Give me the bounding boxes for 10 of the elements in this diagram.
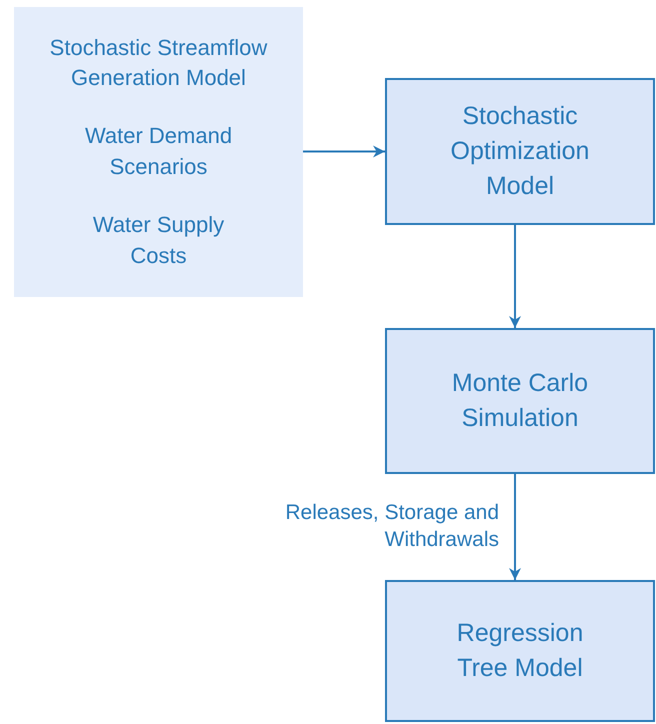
arrow	[509, 474, 521, 580]
process-box: Regression Tree Model	[385, 580, 655, 722]
input-label: Water Supply Costs	[92, 210, 226, 270]
input-label: Stochastic Streamflow Generation Model	[48, 34, 268, 92]
arrow	[303, 146, 385, 158]
process-box: Monte Carlo Simulation	[385, 328, 655, 474]
input-label: Water Demand Scenarios	[84, 122, 234, 181]
process-box: Stochastic Optimization Model	[385, 78, 655, 225]
arrow	[509, 225, 521, 328]
input-panel	[14, 7, 303, 297]
